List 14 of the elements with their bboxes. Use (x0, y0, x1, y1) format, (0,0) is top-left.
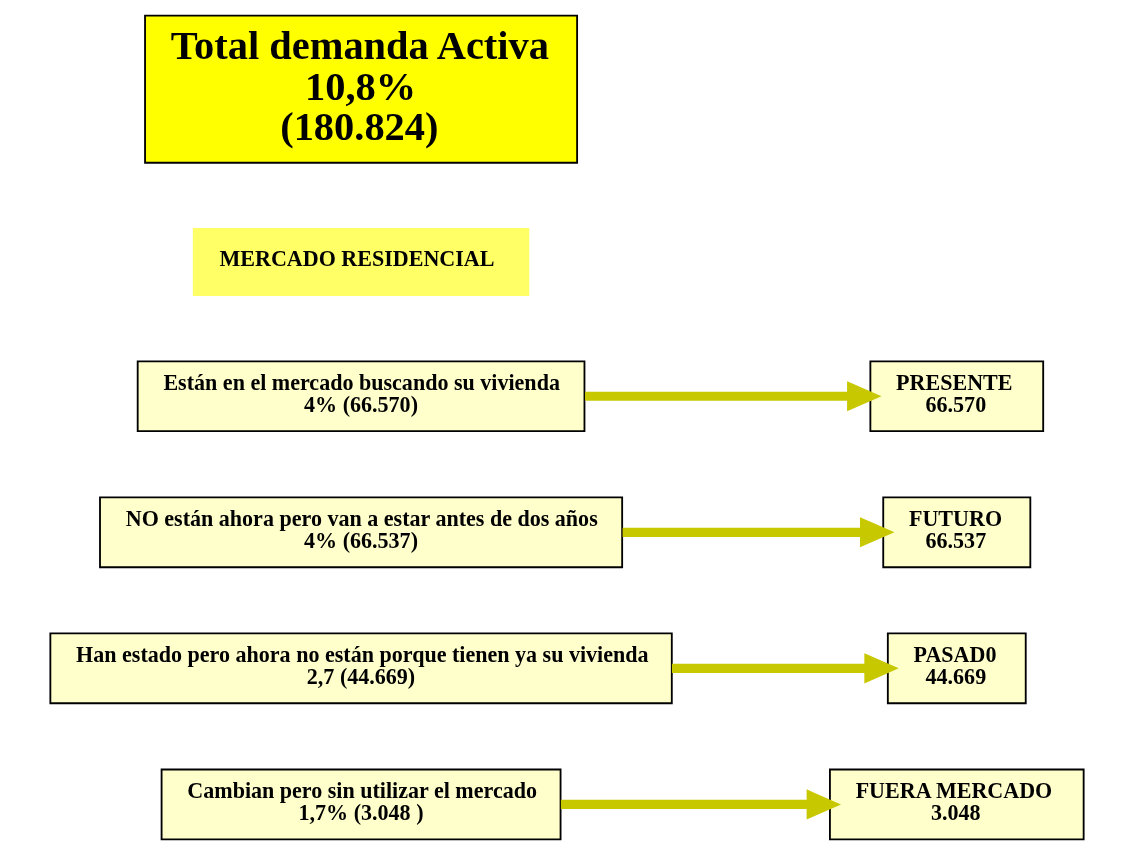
arrow (622, 517, 894, 548)
node-box: FUTURO 66.537 (881, 496, 1031, 569)
node-box: Han estado pero ahora no están porque tienen ya su vivienda 2,7 (44.669) (48, 632, 673, 705)
node-box: FUERA MERCADO 3.048 (828, 768, 1085, 841)
arrow (671, 653, 899, 684)
node-box: MERCADO RESIDENCIAL (192, 228, 529, 297)
node-box: PRESENTE 66.570 (868, 360, 1044, 433)
node-box: Están en el mercado buscando su vivienda 4% (66.570) (136, 360, 585, 433)
node-box: NO están ahora pero van a estar antes de dos años 4% (66.537) (98, 496, 623, 569)
arrow (584, 381, 882, 412)
node-box: Cambian pero sin utilizar el mercado 1,7% (3.048 ) (160, 768, 561, 841)
arrow (560, 789, 841, 820)
node-box: Total demanda Activa 10,8% (180.824) (143, 14, 578, 164)
node-box: PASAD0 44.669 (886, 632, 1027, 705)
